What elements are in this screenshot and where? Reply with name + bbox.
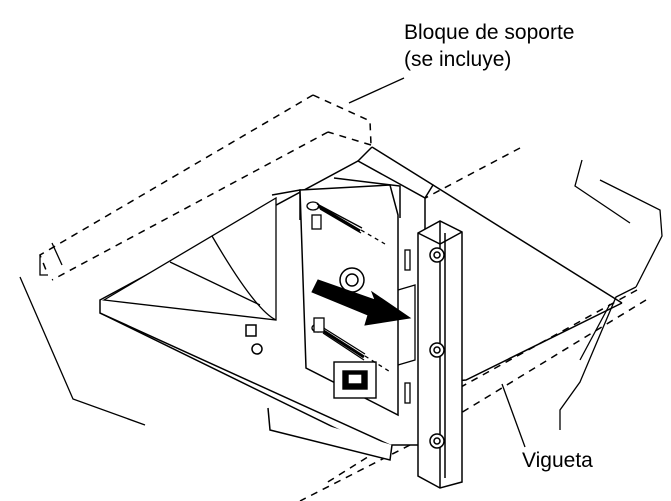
mounting-slots <box>397 249 416 404</box>
arrow-right-icon <box>311 279 412 326</box>
wood-outline <box>19 159 663 430</box>
lower-screw <box>311 317 393 374</box>
support-block-label-line-2: (se incluye) <box>404 48 512 71</box>
screw-icon <box>306 201 393 374</box>
support-block-label-line-1: Bloque de soporte <box>404 21 575 44</box>
support-block-leader <box>348 77 405 104</box>
joist-leader <box>501 383 526 448</box>
support-block-label: Bloque de soporte (se incluye) <box>404 19 574 73</box>
connector-icon <box>333 361 377 399</box>
upper-screw <box>306 201 386 245</box>
joist-label: Vigueta <box>522 449 593 472</box>
support-block <box>417 220 463 489</box>
fan-opening <box>102 196 277 321</box>
leader-lines <box>348 77 526 448</box>
